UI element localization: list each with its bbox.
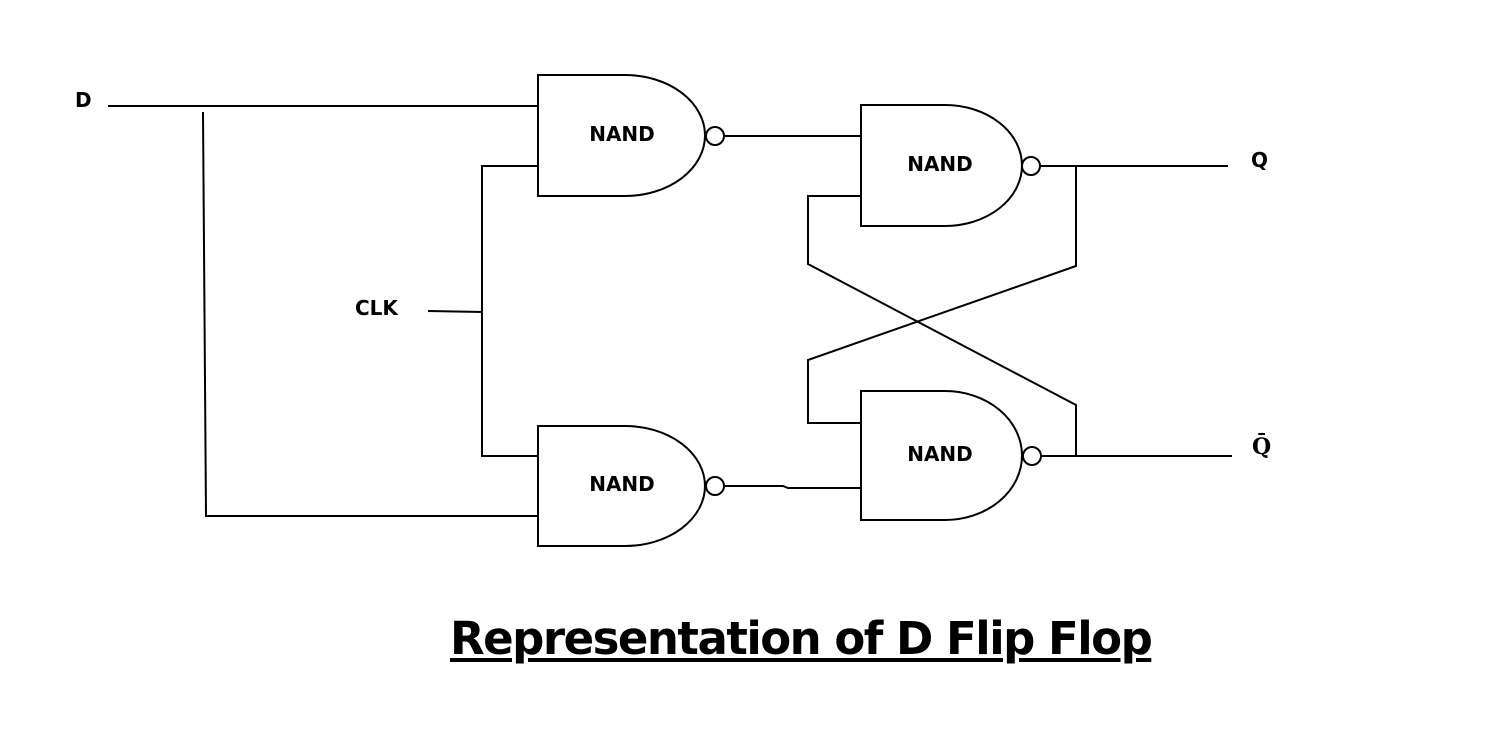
wire-clk-bus	[481, 165, 539, 457]
wire-d-to-gate2	[201, 111, 539, 517]
nand-gate-2-label: NAND	[589, 472, 655, 496]
diagram-title: Representation of D Flip Flop	[450, 612, 1153, 665]
output-label-q: Q	[1251, 148, 1268, 172]
input-label-clk: CLK	[355, 296, 399, 320]
nand-gate-3-inversion-bubble	[1021, 156, 1041, 176]
wire-gate2-to-gate4	[723, 485, 862, 489]
nand-gate-2-body	[537, 425, 706, 547]
nand-gate-4-label: NAND	[907, 442, 973, 466]
nand-gate-4-body	[860, 390, 1023, 521]
nand-gate-3: NAND	[860, 104, 1041, 227]
wire-feedback-q-to-gate4	[807, 165, 1077, 424]
nand-gate-4: NAND	[860, 390, 1042, 521]
nand-gate-1-label: NAND	[589, 122, 655, 146]
nand-gate-4-inversion-bubble	[1022, 446, 1042, 466]
nand-gate-1: NAND	[537, 74, 725, 197]
nand-gate-3-label: NAND	[907, 152, 973, 176]
nand-gate-1-inversion-bubble	[705, 126, 725, 146]
wire-feedback-qbar-to-gate3	[807, 195, 1077, 457]
output-label-q-bar: Q̄	[1252, 432, 1271, 460]
input-label-d: D	[75, 88, 92, 112]
nand-gate-2: NAND	[537, 425, 725, 547]
wire-clk	[427, 309, 484, 314]
nand-gate-2-inversion-bubble	[705, 476, 725, 496]
nand-gate-1-body	[537, 74, 706, 197]
